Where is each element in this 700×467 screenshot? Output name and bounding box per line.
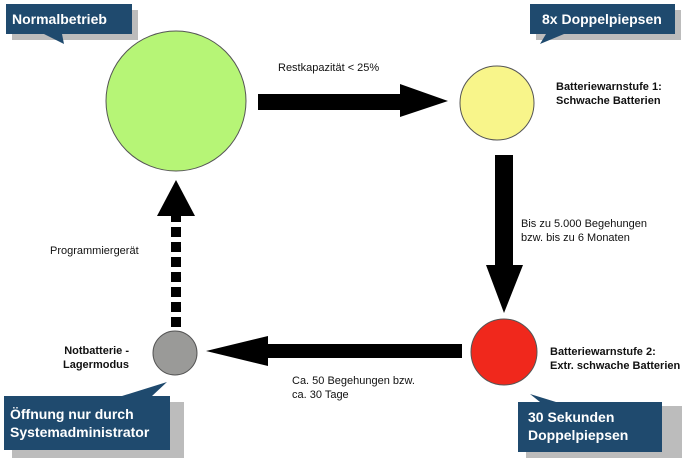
callout-normal: Normalbetrieb — [6, 4, 146, 48]
callout-admin-text: Öffnung nur durch Systemadministrator — [10, 406, 150, 440]
callout-normal-shape — [6, 4, 138, 44]
arrow-warn2-to-emergency — [206, 336, 462, 366]
callout-warn1-signal-text: 8x Doppelpiepsen — [542, 11, 662, 27]
arrow-warn1-to-warn2 — [486, 155, 523, 313]
transition-label-normal-to-warn1: Restkapazität < 25% — [278, 62, 380, 74]
state-label-warn1: Batteriewarnstufe 1: Schwache Batterien — [556, 81, 662, 107]
callout-normal-text: Normalbetrieb — [12, 11, 107, 27]
state-warn1-circle — [459, 65, 535, 141]
state-label-warn2: Batteriewarnstufe 2: Extr. schwache Batt… — [550, 346, 681, 372]
transition-label-warn2-to-emergency: Ca. 50 Begehungen bzw. ca. 30 Tage — [292, 375, 415, 401]
transition-label-emergency-to-normal: Programmiergerät — [50, 245, 139, 257]
state-warn2-circle — [470, 318, 538, 386]
callout-admin-shape — [4, 382, 184, 458]
callout-admin: Öffnung nur durch Systemadministrator — [2, 376, 188, 464]
callout-warn2-signal-text: 30 Sekunden Doppelpiepsen — [528, 409, 629, 443]
state-emergency-circle — [152, 330, 198, 376]
arrow-normal-to-warn1 — [258, 84, 448, 117]
callout-warn2-signal-shape — [518, 394, 682, 458]
callout-warn2-signal: 30 Sekunden Doppelpiepsen — [518, 394, 688, 464]
transition-label-warn1-to-warn2: Bis zu 5.000 Begehungen bzw. bis zu 6 Mo… — [521, 218, 647, 244]
state-label-emergency: Notbatterie - Lagermodus — [63, 345, 130, 371]
state-normal-circle — [105, 30, 247, 172]
arrow-emergency-to-normal-head — [157, 180, 195, 216]
callout-warn1-signal-shape — [530, 4, 681, 44]
callout-warn1-signal: 8x Doppelpiepsen — [530, 4, 690, 48]
